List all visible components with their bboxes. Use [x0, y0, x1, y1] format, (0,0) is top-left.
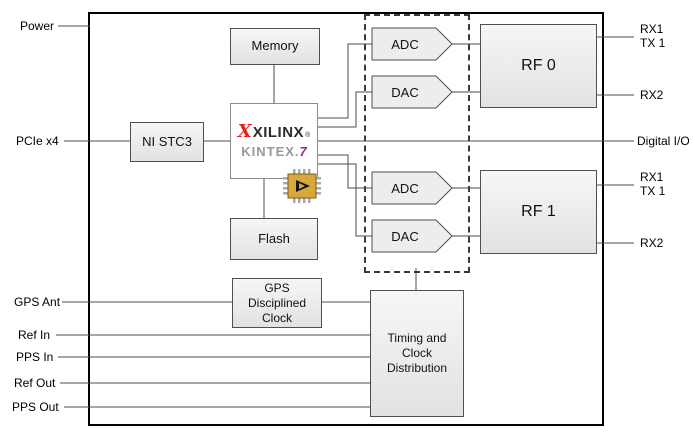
label-rf0-rx2: RX2 [640, 88, 664, 102]
flash-block: Flash [230, 218, 318, 260]
label-rf1-rx1: RX1 [640, 170, 664, 184]
kintex-series: 7 [299, 143, 307, 159]
dac1-label: DAC [391, 228, 419, 244]
fpga-block: X XILINX ® KINTEX.7 [230, 103, 318, 179]
adc1-shape [371, 171, 453, 205]
kintex-wordmark: KINTEX [241, 143, 295, 159]
xilinx-x-icon: X [237, 120, 252, 142]
timing-label: Timing and Clock Distribution [386, 331, 448, 375]
label-digital-io: Digital I/O [637, 134, 690, 148]
rf1-block: RF 1 [480, 170, 597, 254]
label-rf1-tx1: TX 1 [640, 184, 666, 198]
dac0-shape [371, 75, 453, 109]
label-pps-in: PPS In [16, 350, 54, 364]
label-rf0-rx1: RX1 [640, 22, 664, 36]
label-ref-in: Ref In [18, 328, 51, 342]
label-pcie-x4: PCIe x4 [16, 134, 59, 148]
label-pps-out: PPS Out [12, 400, 59, 414]
timing-block: Timing and Clock Distribution [370, 290, 464, 417]
memory-label: Memory [251, 38, 299, 54]
ni-stc3-block: NI STC3 [130, 122, 204, 162]
flash-label: Flash [258, 230, 290, 246]
memory-block: Memory [230, 28, 320, 65]
rf0-label: RF 0 [521, 57, 556, 74]
converter-group-outline [364, 14, 470, 273]
rf1-label: RF 1 [521, 203, 556, 220]
xilinx-wordmark: XILINX [252, 123, 305, 141]
kintex-dot: . [294, 143, 300, 159]
wire-fpga-adc0 [316, 43, 372, 119]
wire-fpga-adc1 [316, 154, 372, 189]
label-power: Power [20, 19, 55, 33]
label-rf1-rx2: RX2 [640, 236, 664, 250]
label-rf0-tx1: TX 1 [640, 36, 666, 50]
adc0-label: ADC [391, 36, 419, 52]
fpga-chip-icon [283, 169, 321, 203]
adc0-shape [371, 27, 453, 61]
dac1-shape [371, 219, 453, 253]
registered-mark: ® [305, 131, 311, 139]
dac0-label: DAC [391, 84, 419, 100]
gps-clock-block: GPS Disciplined Clock [232, 278, 322, 328]
gps-clock-label: GPS Disciplined Clock [247, 280, 307, 325]
adc1-label: ADC [391, 180, 419, 196]
rf0-block: RF 0 [480, 24, 597, 108]
label-ref-out: Ref Out [14, 376, 56, 390]
ni-stc3-label: NI STC3 [142, 133, 192, 149]
label-gps-ant: GPS Ant [14, 295, 61, 309]
converter-shapes [371, 27, 453, 253]
xilinx-logo: X XILINX ® [237, 120, 311, 142]
kintex-logo: KINTEX.7 [241, 144, 307, 160]
